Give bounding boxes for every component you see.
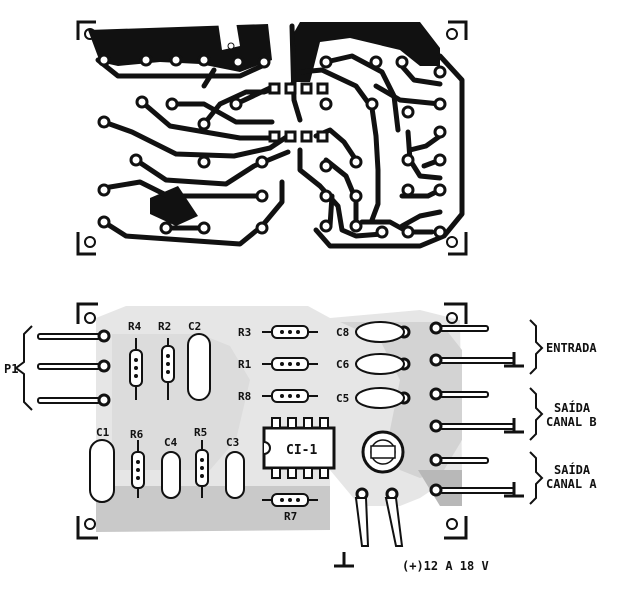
c2-label: C2 (188, 320, 201, 333)
power-label: (+)12 A 18 V (402, 559, 489, 573)
c8-label: C8 (336, 326, 349, 339)
labels: P1 ENTRADA SAÍDA CANAL B SAÍDA CANAL A (… (4, 320, 597, 573)
ic-chip (262, 417, 336, 479)
r3-label: R3 (238, 326, 251, 339)
r5-label: R5 (194, 426, 207, 439)
c4-label: C4 (164, 436, 178, 449)
r1-label: R1 (238, 358, 252, 371)
copper-side-board (76, 20, 468, 256)
c3-label: C3 (226, 436, 239, 449)
r6-label: R6 (130, 428, 144, 441)
saida-b-label-2: CANAL B (546, 415, 597, 429)
saida-b-label-1: SAÍDA (554, 400, 591, 415)
r4-label: R4 (128, 320, 142, 333)
regulator-icon (361, 430, 405, 474)
component-side-board (14, 302, 544, 568)
saida-a-label-1: SAÍDA (554, 462, 591, 477)
ic-label: CI-1 (286, 443, 317, 458)
entrada-label: ENTRADA (546, 341, 597, 355)
p1-label: P1 (4, 362, 18, 376)
ground-symbols (334, 352, 524, 568)
saida-a-label-2: CANAL A (546, 477, 597, 491)
r2-label: R2 (158, 320, 171, 333)
r8-label: R8 (238, 390, 251, 403)
r7-label: R7 (284, 510, 297, 523)
c5-label: C5 (336, 392, 349, 405)
c6-label: C6 (336, 358, 350, 371)
p1-wires (37, 333, 101, 404)
c1-label: C1 (96, 426, 110, 439)
capacitors (89, 321, 405, 503)
